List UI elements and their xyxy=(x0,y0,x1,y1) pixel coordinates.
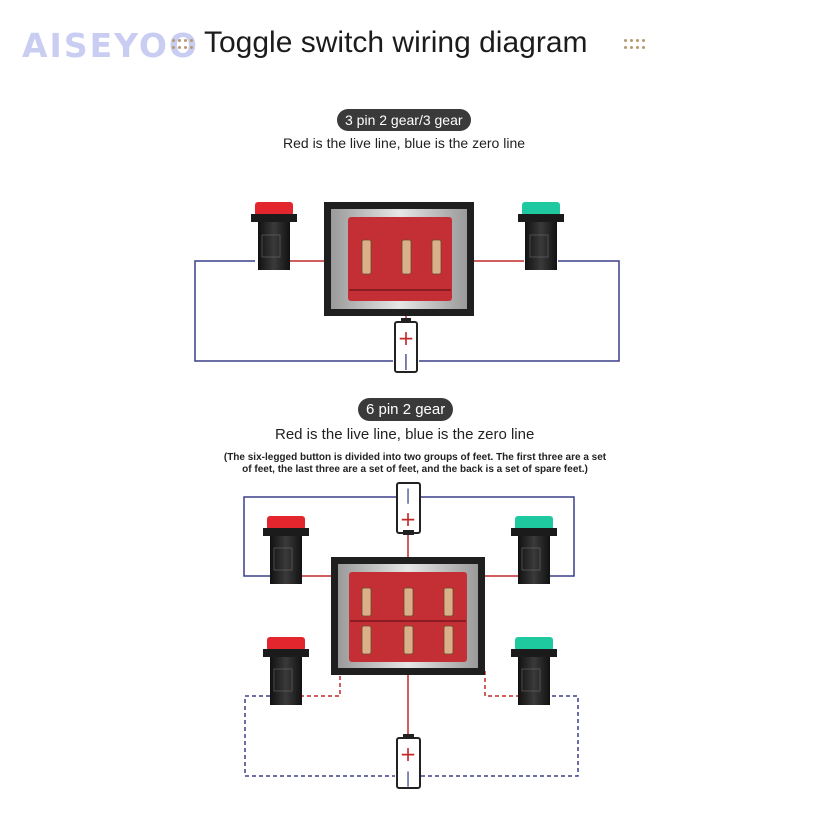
section2-live-wire-bottom-left xyxy=(300,670,341,697)
section1-red-indicator-lamp xyxy=(251,202,297,270)
section2-green-indicator-lamp-bottom xyxy=(511,637,557,705)
section1-toggle-switch xyxy=(324,202,474,316)
section2-red-indicator-lamp-top xyxy=(263,516,309,584)
section2-battery-top-plus: + xyxy=(400,507,417,531)
section1-battery: + | xyxy=(394,318,418,373)
page-title: Toggle switch wiring diagram xyxy=(204,26,588,59)
section2-battery-bottom-minus: | xyxy=(405,769,410,787)
section2-battery-bottom-plus: + xyxy=(400,742,417,766)
section2-battery-bottom: + | xyxy=(396,734,421,789)
section1-green-indicator-lamp xyxy=(518,202,564,270)
section2-green-indicator-lamp-top xyxy=(511,516,557,584)
section2-red-indicator-lamp-bottom xyxy=(263,637,309,705)
section1-caption: Red is the live line, blue is the zero l… xyxy=(283,135,526,151)
section1-battery-plus: + xyxy=(398,326,415,350)
decor-dots-left-icon xyxy=(172,39,196,53)
section2-note-line2: of feet, the last three are a set of fee… xyxy=(242,464,588,475)
section1-badge: 3 pin 2 gear/3 gear xyxy=(337,109,471,131)
section1-zero-wire xyxy=(194,260,620,362)
section2-caption: Red is the live line, blue is the zero l… xyxy=(275,426,535,443)
section2-live-wire-bottom-right xyxy=(484,670,520,697)
brand-logo: AISEYOO xyxy=(22,26,199,65)
section2-battery-top-minus: | xyxy=(405,486,410,504)
section1-battery-minus: | xyxy=(403,351,408,370)
section1-circuit: + | xyxy=(194,202,620,373)
section2-note-line1: (The six-legged button is divided into t… xyxy=(223,452,607,463)
section2-zero-wire-top xyxy=(243,496,575,577)
section2-battery-top: | + xyxy=(396,482,421,535)
section2-toggle-switch xyxy=(331,557,485,675)
decor-dots-right-icon xyxy=(624,39,648,53)
section2-note: (The six-legged button is divided into t… xyxy=(190,452,640,476)
section2-circuit: | + + | xyxy=(243,482,579,789)
section2-zero-wire-bottom xyxy=(244,695,579,777)
section2-badge: 6 pin 2 gear xyxy=(358,398,454,421)
